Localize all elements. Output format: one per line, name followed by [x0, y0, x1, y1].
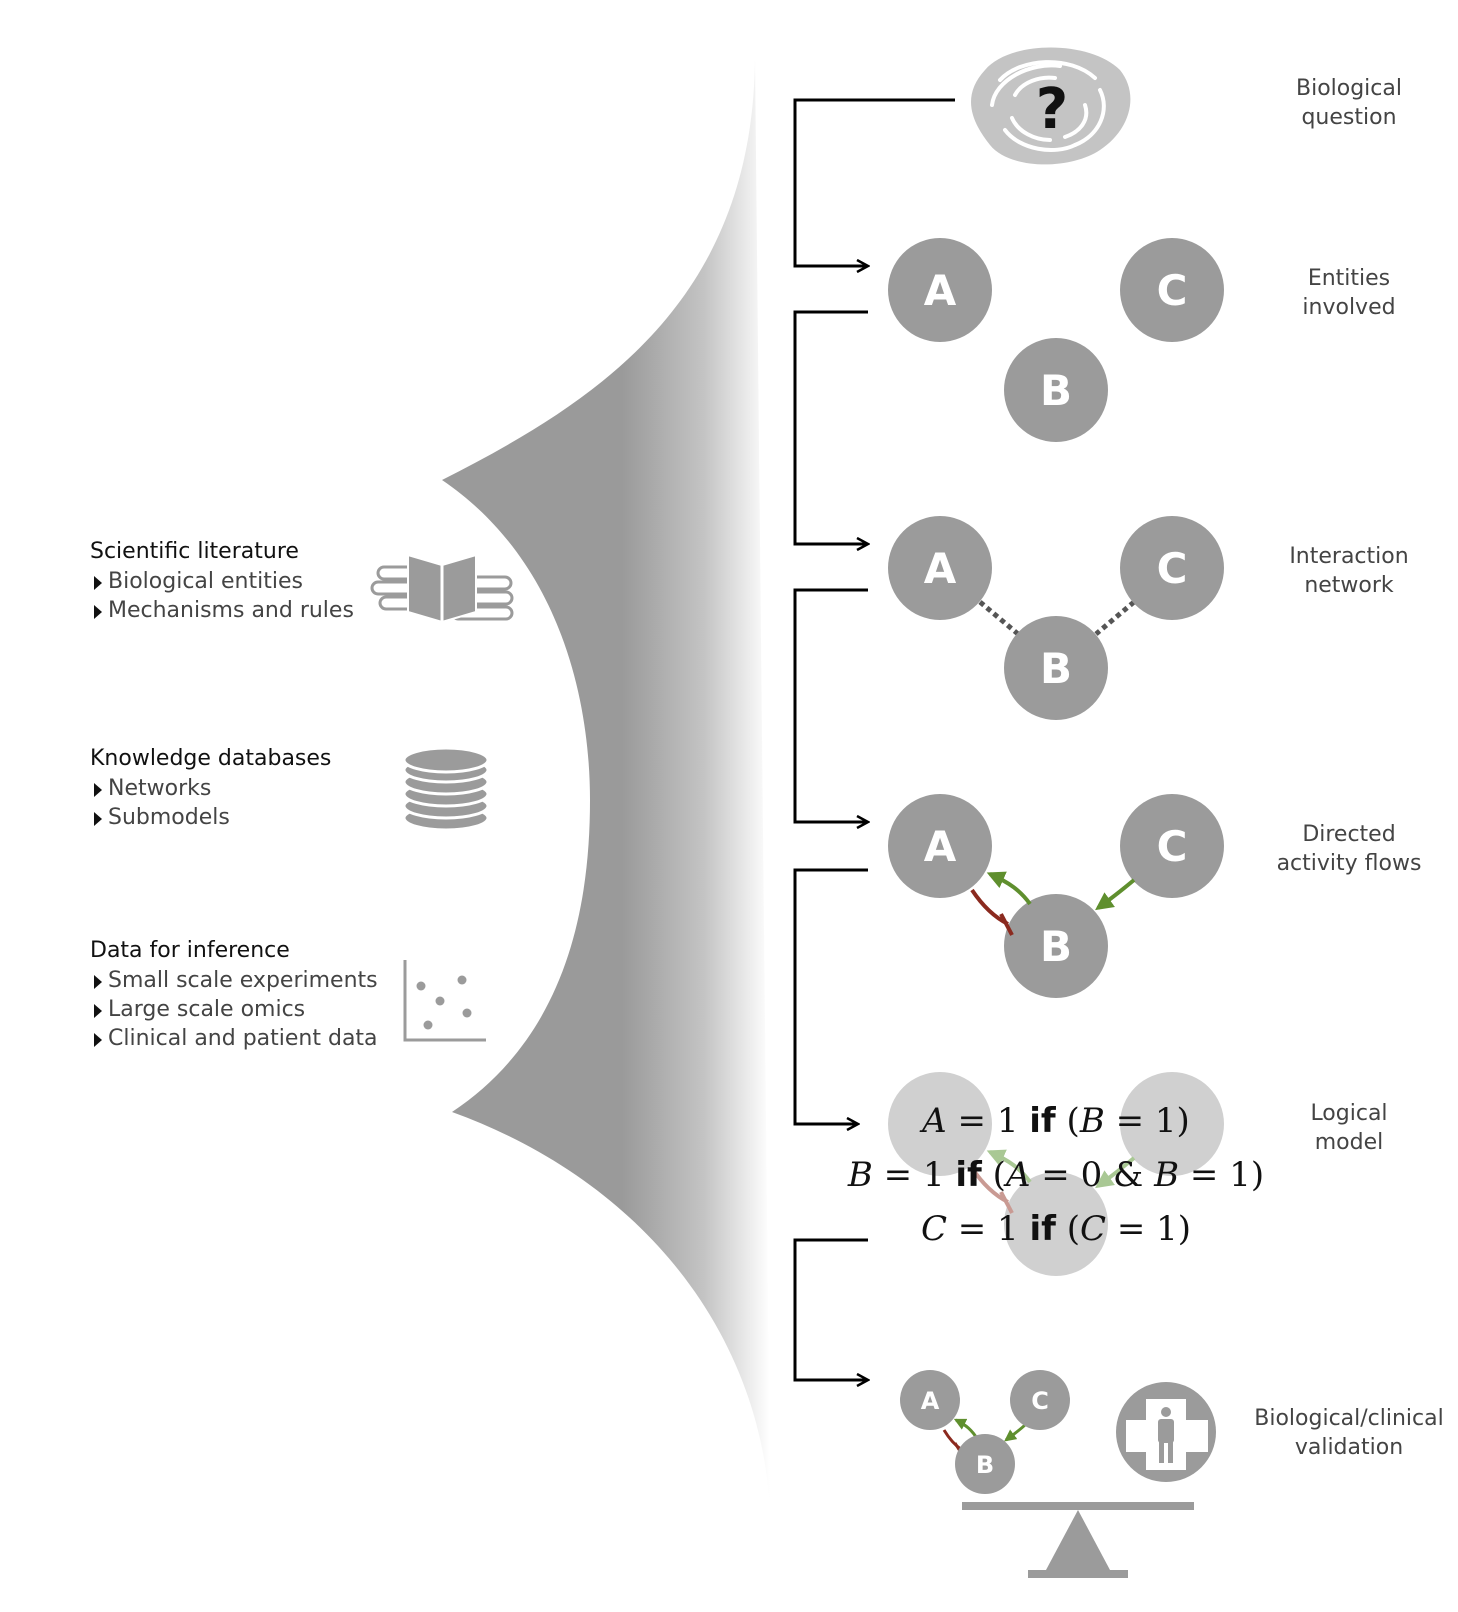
- node-label: A: [921, 1387, 940, 1415]
- node-c-faded: [1120, 1072, 1224, 1176]
- question-mark-icon: ?: [1036, 77, 1068, 142]
- node-c: [1120, 794, 1224, 898]
- bullet-icon: [94, 576, 102, 590]
- node-label: A: [924, 822, 957, 871]
- source-title: Data for inference: [90, 938, 290, 963]
- interaction-edge: [1094, 600, 1136, 636]
- step-label: Directed: [1302, 822, 1395, 847]
- node-b-faded: [1004, 1172, 1108, 1276]
- node-label: C: [1031, 1387, 1049, 1415]
- node-c: [1120, 238, 1224, 342]
- node-label: B: [976, 1451, 994, 1479]
- step-label: network: [1304, 573, 1394, 598]
- step-label: Interaction: [1289, 544, 1408, 569]
- node-label: A: [924, 266, 957, 315]
- node-label: C: [1157, 544, 1188, 593]
- node-a-faded: [888, 1072, 992, 1176]
- clinical-cross-icon: [1116, 1382, 1216, 1482]
- step-entities: A C B Entities involved: [888, 238, 1396, 442]
- bullet-icon: [94, 1004, 102, 1018]
- source-item: Biological entities: [108, 569, 303, 594]
- activation-arrow: [1095, 1156, 1136, 1189]
- node-label: B: [1040, 644, 1072, 693]
- step-label: involved: [1302, 295, 1395, 320]
- connector-arrow: [793, 98, 955, 266]
- bullet-icon: [94, 812, 102, 826]
- source-item: Networks: [108, 776, 211, 801]
- connector-arrow: [793, 310, 868, 544]
- source-item: Submodels: [108, 805, 230, 830]
- connector-arrow: [793, 868, 868, 1124]
- node-c: [1010, 1370, 1070, 1430]
- node-b: [955, 1434, 1015, 1494]
- step-label: activity flows: [1277, 851, 1422, 876]
- equation-c: C = 1 if (C = 1): [921, 1209, 1191, 1249]
- node-b: [1004, 616, 1108, 720]
- step-label: validation: [1295, 1435, 1403, 1460]
- bullet-icon: [94, 605, 102, 619]
- step-label: Logical: [1310, 1101, 1387, 1126]
- balance-scale-icon: [962, 1502, 1194, 1578]
- node-a: [888, 238, 992, 342]
- node-a: [900, 1370, 960, 1430]
- activation-arrow: [1004, 1422, 1028, 1442]
- source-title: Knowledge databases: [90, 746, 331, 771]
- interaction-edge: [978, 600, 1020, 636]
- step-label: Entities: [1308, 266, 1390, 291]
- node-c: [1120, 516, 1224, 620]
- database-icon: [402, 746, 490, 832]
- step-validation: A C B Biological/clinical validation: [900, 1370, 1444, 1578]
- node-label: A: [924, 544, 957, 593]
- inhibition-bar: [999, 1191, 1014, 1214]
- source-title: Scientific literature: [90, 539, 299, 564]
- connector-arrow: [793, 588, 868, 822]
- equation-b: B = 1 if (A = 0 & B = 1): [847, 1155, 1264, 1195]
- inhibition-bar: [999, 913, 1014, 936]
- scatter-plot-icon: [403, 960, 486, 1042]
- activation-arrow: [986, 1149, 1032, 1184]
- node-a: [888, 794, 992, 898]
- source-item: Clinical and patient data: [108, 1026, 378, 1051]
- node-a: [888, 516, 992, 620]
- node-label: B: [1040, 922, 1072, 971]
- node-label: B: [1040, 366, 1072, 415]
- source-item: Large scale omics: [108, 997, 305, 1022]
- inhibition-arrow: [942, 1429, 963, 1452]
- activation-arrow: [1095, 878, 1136, 911]
- books-icon: [370, 553, 514, 624]
- step-logical: A = 1 if (B = 1) B = 1 if (A = 0 & B = 1…: [847, 1072, 1388, 1276]
- step-label: Biological/clinical: [1254, 1406, 1443, 1431]
- step-question: ? Biological question: [971, 47, 1402, 165]
- bullet-icon: [94, 783, 102, 797]
- node-label: C: [1157, 266, 1188, 315]
- node-b: [1004, 338, 1108, 442]
- bullet-icon: [94, 975, 102, 989]
- source-item: Mechanisms and rules: [108, 598, 354, 623]
- step-label: model: [1315, 1130, 1384, 1155]
- node-label: C: [1157, 822, 1188, 871]
- source-databases: Knowledge databases Networks Submodels: [90, 746, 490, 832]
- step-label: question: [1301, 105, 1396, 130]
- connector-arrow: [793, 1238, 868, 1380]
- bullet-icon: [94, 1033, 102, 1047]
- source-data: Data for inference Small scale experimen…: [90, 938, 486, 1051]
- source-literature: Scientific literature Biological entitie…: [90, 539, 514, 624]
- step-label: Biological: [1296, 76, 1402, 101]
- source-item: Small scale experiments: [108, 968, 378, 993]
- activation-arrow: [986, 871, 1032, 906]
- equation-a: A = 1 if (B = 1): [919, 1101, 1190, 1141]
- step-directed: A C B Directed activity flows: [888, 794, 1421, 998]
- step-connectors: [793, 98, 955, 1380]
- funnel-shape: [442, 60, 770, 1510]
- step-interaction: A C B Interaction network: [888, 516, 1409, 720]
- node-b: [1004, 894, 1108, 998]
